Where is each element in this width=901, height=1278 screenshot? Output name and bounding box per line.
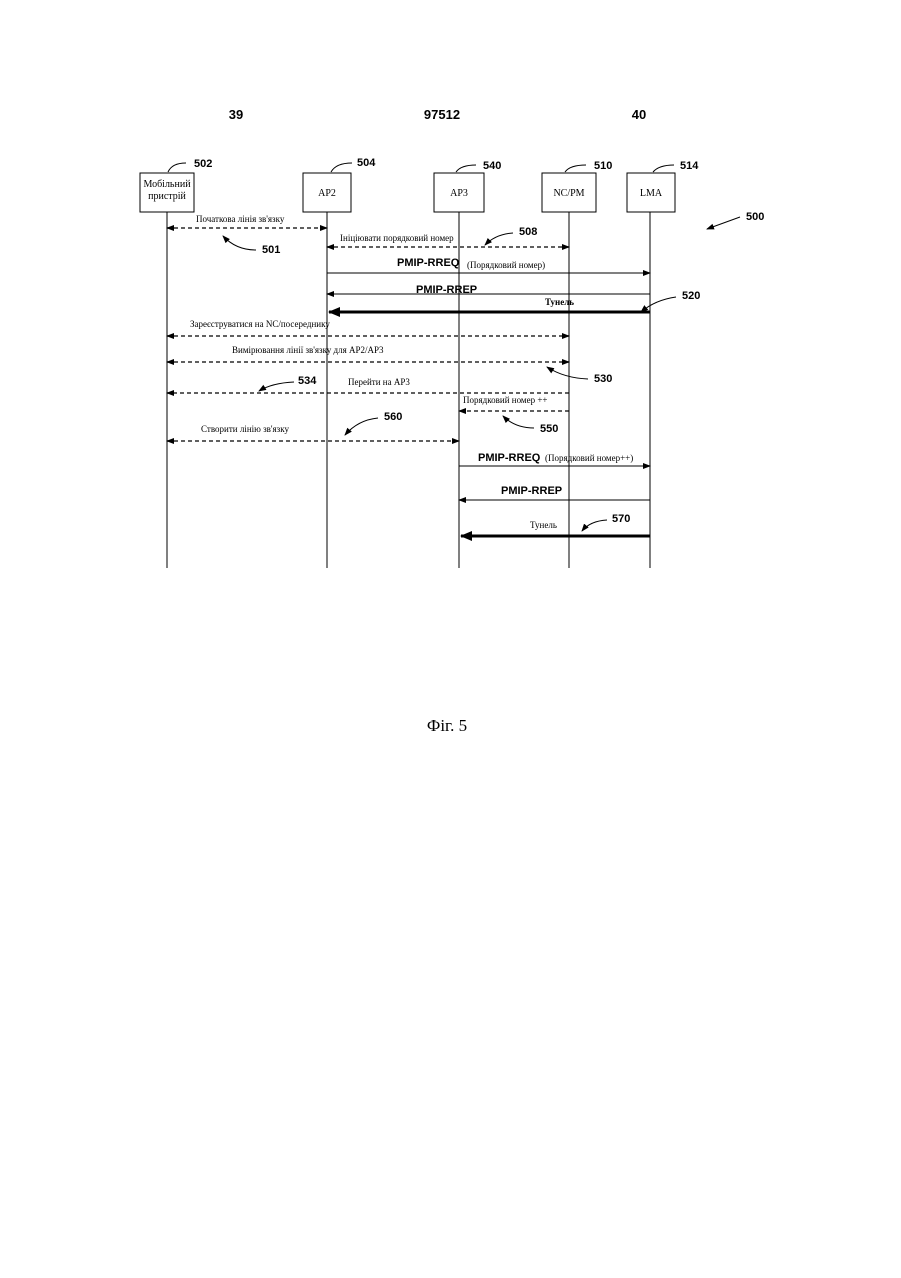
ref-540: 540 [483,160,501,172]
message-label-sequence-increment: Порядковий номер ++ [463,395,548,405]
ref-501: 501 [262,244,280,256]
leader-550 [503,416,534,428]
leader-530 [547,367,588,379]
message-label-register: Зареєструватися на NC/посереднику [190,319,330,329]
message-label-switch-ap3: Перейти на AP3 [348,377,410,387]
leader-508 [485,233,513,245]
ref-570: 570 [612,513,630,525]
ref-508: 508 [519,226,537,238]
leader-534 [259,382,294,391]
entity-label-lma: LMA [640,188,663,199]
ref-504: 504 [357,157,376,169]
message-label-initiate-sequence: Ініціювати порядковий номер [340,233,454,243]
leader-500 [707,217,740,229]
message-label-tunnel-2: Тунель [530,520,557,530]
leader-504 [331,163,352,172]
entity-label-mobile-device-line1: Мобільний [143,179,191,190]
ref-514: 514 [680,160,699,172]
message-label-create-link: Створити лінію зв'язку [201,424,289,434]
entity-label-nc-pm: NC/PM [553,188,584,199]
message-label-link-measurement: Вимірювання лінії зв'язку для AP2/AP3 [232,345,384,355]
message-label-pmip-rreq-1: PMIP-RREQ [397,257,460,269]
leader-510 [565,165,586,172]
message-label-tunnel-1: Тунель [545,297,574,307]
leader-560 [345,418,378,435]
ref-500: 500 [746,211,764,223]
header-left-page-number: 39 [229,107,243,122]
ref-502: 502 [194,158,212,170]
message-detail-pmip-rreq-1: (Порядковий номер) [467,260,545,270]
message-detail-pmip-rreq-2: (Порядковий номер++) [545,453,633,463]
message-label-pmip-rrep-1: PMIP-RREP [416,284,477,296]
entity-label-mobile-device-line2: пристрій [148,191,186,202]
ref-550: 550 [540,423,558,435]
message-label-pmip-rreq-2: PMIP-RREQ [478,452,541,464]
entity-label-ap3: AP3 [450,188,468,199]
ref-510: 510 [594,160,612,172]
message-label-initial-link: Початкова лінія зв'язку [196,214,285,224]
header-right-page-number: 40 [632,107,646,122]
leader-501 [223,236,256,250]
ref-530: 530 [594,373,612,385]
figure-caption: Фіг. 5 [427,716,467,735]
leader-570 [582,520,607,531]
header-patent-number: 97512 [424,107,460,122]
leader-514 [653,165,674,172]
leader-502 [168,163,186,172]
ref-560: 560 [384,411,402,423]
leader-520 [641,297,676,312]
message-label-pmip-rrep-2: PMIP-RREP [501,485,562,497]
ref-520: 520 [682,290,700,302]
leader-540 [456,165,476,172]
entity-label-ap2: AP2 [318,188,336,199]
ref-534: 534 [298,375,317,387]
